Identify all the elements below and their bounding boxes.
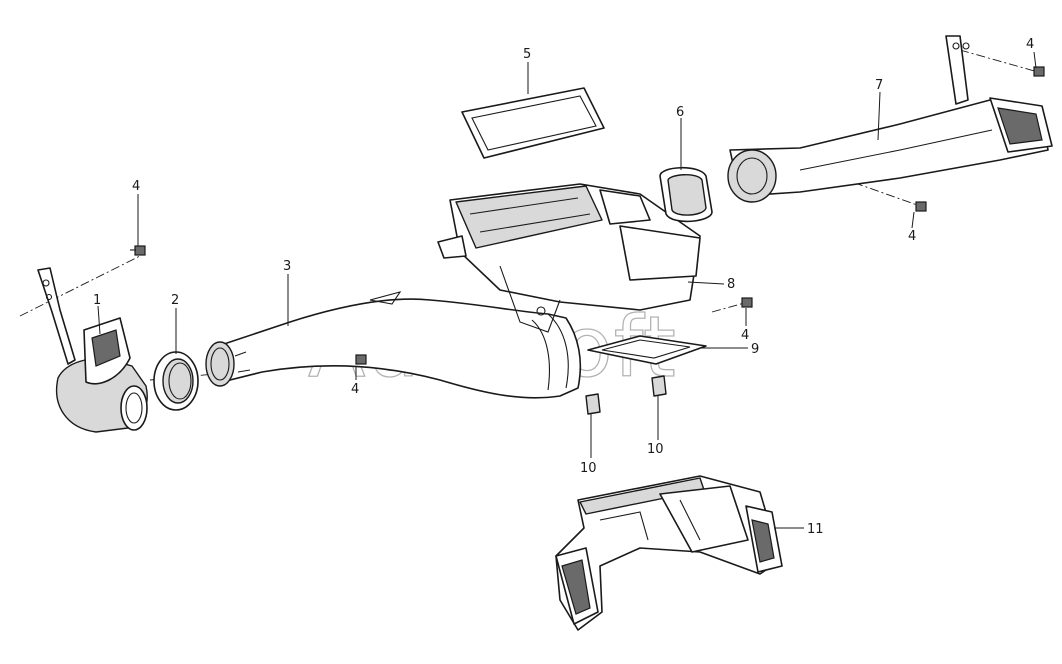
part-5-gasket [461,87,605,159]
callout-9: 9 [751,342,759,357]
part-8-distribution-box [437,183,701,333]
part-10-plug-b [651,375,667,397]
callout-10b: 10 [647,442,664,457]
leader-7 [877,91,881,141]
part-7-upper-duct [727,35,1053,203]
callout-4c: 4 [741,328,749,343]
callout-1: 1 [93,293,101,308]
part-1-elbow-duct [37,267,148,433]
leader-4d [1033,51,1037,69]
part-6-oval-gasket [659,166,713,223]
part-4-bolt-duct7 [915,201,927,212]
leader-8 [687,281,725,285]
callout-10a: 10 [580,461,597,476]
part-4-bolt-right [741,297,753,308]
leader-1 [97,305,101,335]
part-2-clamp-ring [153,351,199,411]
part-9-flat-gasket [587,335,707,365]
callout-4d: 4 [1026,37,1034,52]
callout-4b: 4 [351,382,359,397]
callout-2: 2 [171,293,179,308]
callout-8: 8 [727,277,735,292]
callout-4a: 4 [132,179,140,194]
callout-6: 6 [676,105,684,120]
centerline-right-bolt [711,301,749,313]
part-4-bolt-left [130,245,146,256]
callout-4e: 4 [908,229,916,244]
leader-4e [911,211,915,229]
callout-7: 7 [875,78,883,93]
callout-5: 5 [523,47,531,62]
part-4-bolt-top-right [1033,66,1045,77]
callout-3: 3 [283,259,291,274]
part-4-bolt-hose [355,354,367,365]
part-10-plug-a [585,393,601,415]
callout-11: 11 [807,522,824,537]
part-3-main-hose [205,291,582,399]
centerline-left [19,255,141,317]
part-11-lower-duct [555,475,783,631]
centerline-top-right [959,49,1039,73]
